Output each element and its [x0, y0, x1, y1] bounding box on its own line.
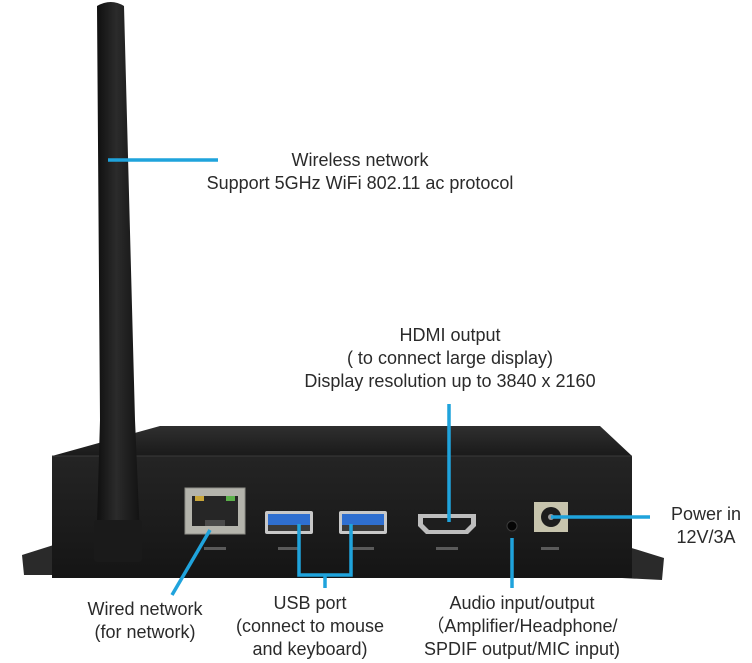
callout-power: Power in 12V/3A [650, 503, 752, 549]
device-top [52, 426, 632, 456]
antenna [96, 2, 141, 560]
hdmi-line2: ( to connect large display) [346, 348, 554, 368]
audio-line2: （Amplifier/Headphone/ [426, 616, 618, 636]
wireless-detail: Support 5GHz WiFi 802.11 ac protocol [206, 173, 514, 193]
port-silkscreen-marks [204, 547, 559, 550]
callout-hdmi: HDMI output ( to connect large display) … [250, 324, 650, 393]
wired-line1: Wired network [87, 599, 203, 619]
power-line2: 12V/3A [676, 527, 736, 547]
audio-line1: Audio input/output [449, 593, 595, 613]
power-line1: Power in [670, 504, 742, 524]
mount-flange-right [622, 545, 664, 580]
antenna-base [94, 520, 142, 562]
hdmi-line3: Display resolution up to 3840 x 2160 [304, 371, 596, 391]
callout-wired: Wired network (for network) [60, 598, 230, 644]
audio-jack [506, 520, 518, 532]
wireless-title: Wireless network [291, 150, 429, 170]
wired-line2: (for network) [94, 622, 196, 642]
hdmi-port [418, 514, 476, 534]
usb-line1: USB port [273, 593, 347, 613]
ethernet-port [184, 487, 246, 535]
usb-line2: (connect to mouse [235, 616, 385, 636]
callout-usb: USB port (connect to mouse and keyboard) [215, 592, 405, 661]
usb-port-2 [339, 511, 387, 534]
hdmi-line1: HDMI output [399, 325, 501, 345]
leader-wired [170, 529, 212, 596]
callout-wireless: Wireless network Support 5GHz WiFi 802.1… [130, 149, 590, 195]
usb-port-1 [265, 511, 313, 534]
callout-audio: Audio input/output （Amplifier/Headphone/… [400, 592, 644, 661]
usb-line3: and keyboard) [252, 639, 368, 659]
audio-line3: SPDIF output/MIC input) [423, 639, 621, 659]
